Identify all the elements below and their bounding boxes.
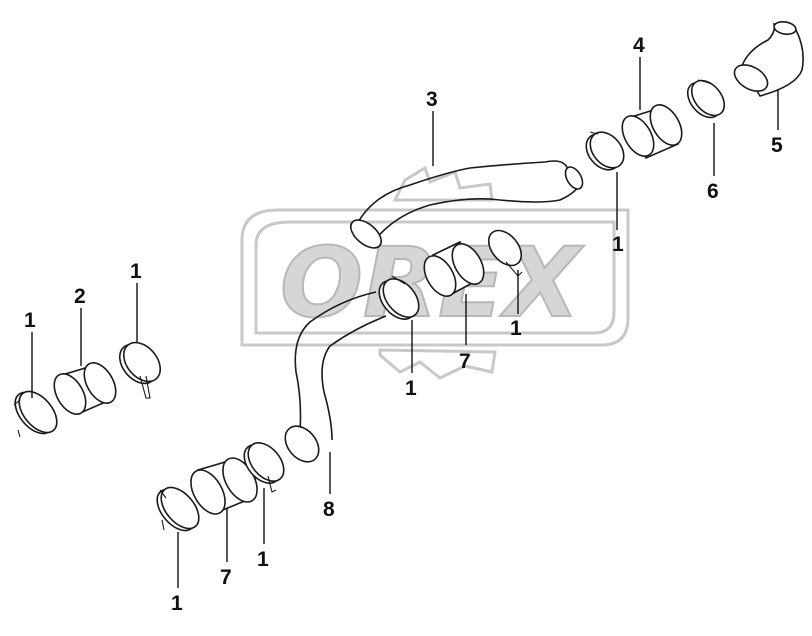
elbow-5: [733, 20, 804, 97]
callout-3: 3: [426, 88, 438, 111]
lower-clamp-2: [243, 442, 285, 493]
upper-right-clamp: [585, 131, 625, 171]
callout-4: 4: [633, 34, 645, 57]
leader-lines: [31, 57, 779, 588]
callout-1-lower-left: 1: [171, 592, 183, 615]
lower-clamp-1: [156, 486, 200, 532]
coupler-4: [621, 104, 683, 160]
callout-7-lower: 7: [220, 566, 232, 589]
left-clamp: [13, 390, 58, 438]
callout-1-left-upper: 1: [130, 260, 142, 283]
left-coupler: [53, 362, 117, 416]
callout-1-middle-right: 1: [510, 317, 522, 340]
callout-8: 8: [323, 498, 335, 521]
callout-6: 6: [707, 180, 719, 203]
middle-clamp-right: [487, 229, 523, 277]
left-clamp-2: [118, 341, 162, 399]
callout-1-lower-right: 1: [257, 548, 269, 571]
clamp-6: [686, 79, 726, 119]
callout-1-upper-right: 1: [612, 233, 624, 256]
callout-5: 5: [771, 134, 783, 157]
parts: [13, 20, 804, 532]
middle-clamp-left: [378, 275, 420, 320]
middle-coupler: [423, 240, 485, 298]
callout-1-left: 1: [24, 309, 36, 332]
callouts: 1 2 1 3 4 5 6 1 1 7 1 8 1 7 1: [24, 34, 783, 615]
callout-1-middle-left: 1: [405, 377, 417, 400]
callout-2: 2: [74, 285, 86, 308]
callout-7-middle: 7: [459, 350, 471, 373]
hose-8: [284, 291, 387, 463]
hose-3: [349, 160, 584, 249]
